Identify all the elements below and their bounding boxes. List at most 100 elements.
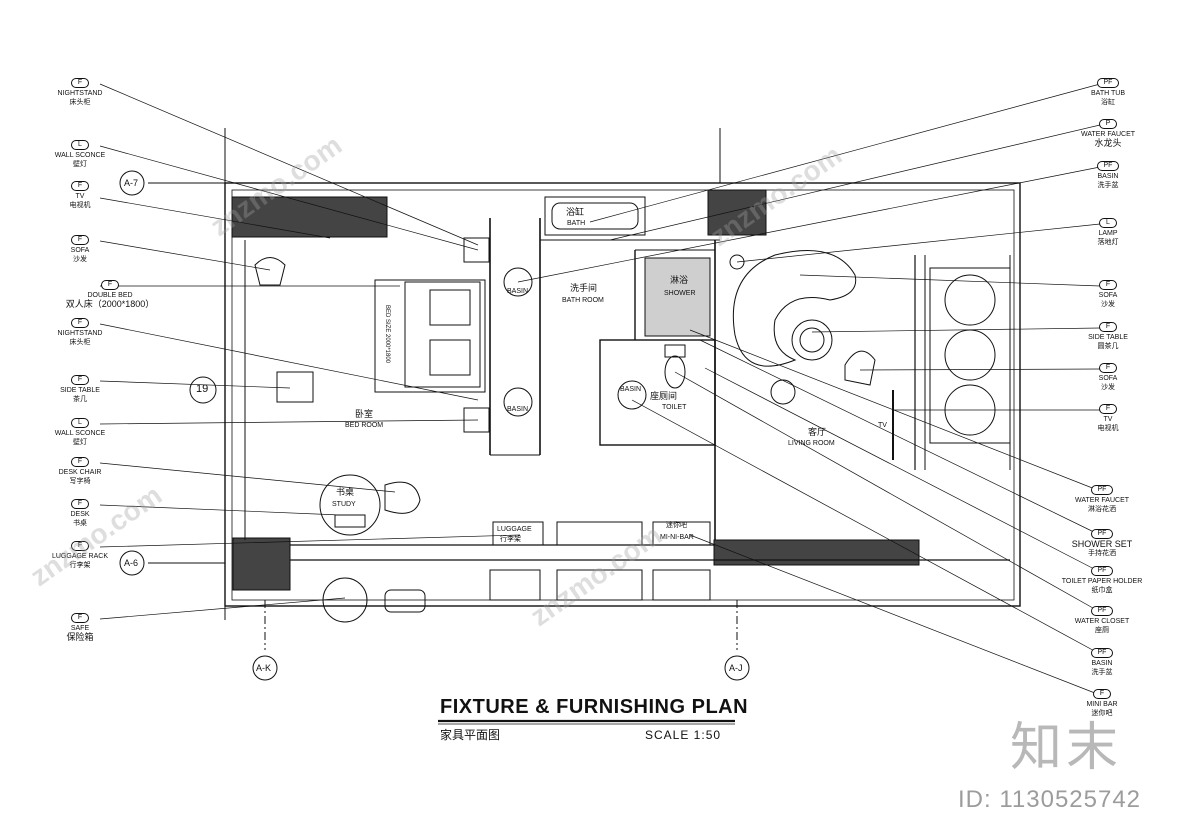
label-toilet-cn: 座厕间 [650,391,678,401]
tag-code: PF [1090,648,1114,658]
tag-code: PF [1090,529,1114,539]
tag-label-cn: 电视机 [69,202,91,209]
tag-label: TV [1103,416,1113,423]
tag-label: DOUBLE BED [87,292,133,299]
tag-code: L [71,418,89,428]
tag-label-cn: 沙发 [73,256,87,263]
label-basin-toilet: BASIN [620,386,642,393]
tag-side-table-left: F SIDE TABLE 茶几 [40,375,120,404]
brand-logo: 知末 [1010,718,1123,778]
label-basin-lower: BASIN [507,406,529,413]
grid-ref-ak: A-K [256,663,272,673]
tag-label: WATER FAUCET [1080,131,1136,138]
label-bathroom: BATH ROOM [562,297,604,304]
tag-sofa-left: F SOFA 沙发 [40,235,120,264]
tag-label: TOILET PAPER HOLDER [1061,578,1143,585]
grid-ref-a6: A-6 [124,558,139,568]
tag-mini-bar: F MINI BAR 迷你吧 [1062,689,1142,718]
tag-code: P [1098,119,1118,129]
drawing-title: FIXTURE & FURNISHING PLAN [440,696,749,718]
tag-label: DESK CHAIR [58,469,102,476]
tag-label: MINI BAR [1086,701,1118,708]
tag-label-cn: 沙发 [1101,384,1115,391]
label-bed-size: BED SIZE 2000*1800 [384,304,391,364]
drawing-scale: SCALE 1:50 [645,728,722,742]
tag-label: SAFE [70,625,90,632]
label-study-cn: 书桌 [336,487,355,497]
tag-code: F [1098,363,1118,373]
tag-label-cn: 双人床（2000*1800） [65,299,155,309]
tag-label: LAMP [1098,230,1118,237]
tag-label-cn: 圆茶几 [1097,343,1119,350]
label-bedroom-cn: 卧室 [355,409,374,419]
tag-label-cn: 行李架 [69,562,91,569]
tag-label-cn: 洗手盆 [1091,669,1113,676]
image-id: ID: 1130525742 [958,786,1142,813]
label-shower: SHOWER [664,290,696,297]
tag-label-cn: 沙发 [1101,301,1115,308]
tag-basin-2: PF BASIN 洗手盆 [1062,648,1142,677]
tag-label-cn: 保险箱 [66,632,94,642]
tag-label: DESK [70,511,90,518]
tag-code: F [1092,689,1112,699]
drawing-subtitle: 家具平面图 [440,728,501,742]
tag-desk: F DESK 书桌 [40,499,120,528]
tag-bath-tub: PF BATH TUB 浴缸 [1068,78,1148,107]
grid-ref-a7: A-7 [124,178,139,188]
tag-label: NIGHTSTAND [57,330,103,337]
tag-code: F [70,499,90,509]
tag-code: F [70,375,90,385]
tag-code: F [70,181,90,191]
tag-label-cn: 纸巾盒 [1091,587,1113,594]
label-minibar-cn: 迷你吧 [666,522,687,529]
tag-sofa-right-2: F SOFA 沙发 [1068,363,1148,392]
label-bath: BATH [567,220,586,227]
tag-label: SIDE TABLE [1088,334,1128,341]
tag-toilet-paper-holder: PF TOILET PAPER HOLDER 纸巾盒 [1056,566,1148,595]
tag-label: SIDE TABLE [60,387,100,394]
tag-label-cn: 茶几 [73,396,87,403]
tag-label-cn: 浴缸 [1101,99,1115,106]
label-bath-cn: 浴缸 [566,207,585,217]
tag-label: SOFA [1098,375,1118,382]
tag-code: PF [1096,78,1120,88]
label-luggage: LUGGAGE [497,526,532,533]
tag-code: PF [1090,485,1114,495]
tag-label: LUGGAGE RACK [51,553,108,560]
tag-label: SOFA [1098,292,1118,299]
tag-label: BATH TUB [1091,90,1125,97]
tag-code: F [70,235,90,245]
section-ref-19: 19 [196,383,209,395]
tag-label: BASIN [1097,173,1119,180]
tag-luggage-rack: F LUGGAGE RACK 行李架 [40,541,120,570]
label-basin-upper: BASIN [507,288,529,295]
tag-code: PF [1090,606,1114,616]
tag-label-cn: 书桌 [73,520,87,527]
tag-label: SOFA [70,247,90,254]
label-luggage-cn: 行李架 [500,536,521,543]
tag-label-cn: 淋浴花洒 [1088,506,1116,513]
tag-code: PF [1096,161,1120,171]
tag-label-cn: 迷你吧 [1091,710,1113,717]
tag-code: F [70,541,90,551]
grid-ref-aj: A-J [729,663,743,673]
tag-label-cn: 座厕 [1095,627,1109,634]
tag-label: WALL SCONCE [54,430,106,437]
tag-label: BASIN [1091,660,1113,667]
tag-code: PF [1090,566,1114,576]
